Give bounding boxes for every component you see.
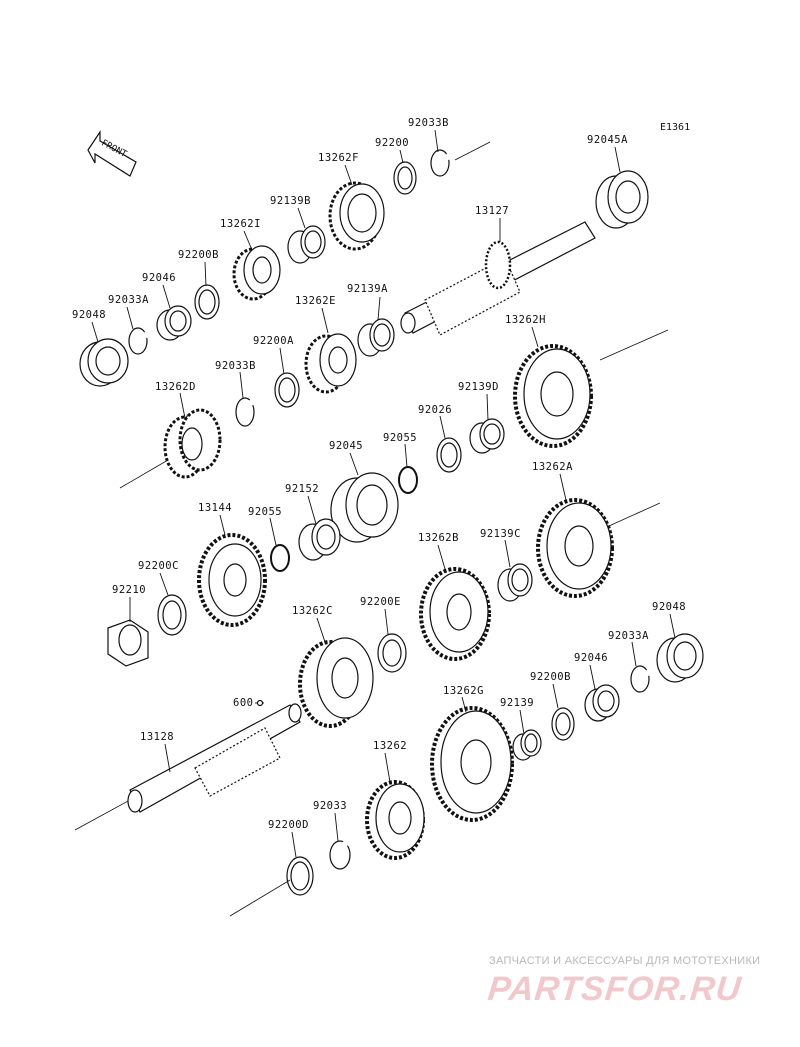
collar-92139c[interactable] bbox=[497, 563, 533, 602]
washer-92026[interactable] bbox=[436, 437, 462, 473]
washer-92200c[interactable] bbox=[157, 594, 187, 636]
part-label-92033a-upper[interactable]: 92033A bbox=[108, 294, 149, 306]
part-label-92045a[interactable]: 92045A bbox=[587, 134, 628, 146]
circlip-92033b-top[interactable] bbox=[430, 149, 450, 177]
bearing-92045a[interactable] bbox=[595, 170, 649, 229]
bearing-92048-lower[interactable] bbox=[656, 633, 704, 683]
part-label-13128[interactable]: 13128 bbox=[140, 731, 175, 743]
gear-13262e[interactable] bbox=[304, 333, 357, 394]
part-label-92152[interactable]: 92152 bbox=[285, 483, 320, 495]
part-label-92139a[interactable]: 92139A bbox=[347, 283, 388, 295]
bearing-92048-upper[interactable] bbox=[79, 338, 129, 387]
washer-92200e[interactable] bbox=[377, 633, 407, 673]
needle-bearing-92046-lower[interactable] bbox=[584, 684, 620, 722]
part-label-92200b-upper[interactable]: 92200B bbox=[178, 249, 219, 261]
part-label-13262[interactable]: 13262 bbox=[373, 740, 408, 752]
part-label-92200-top[interactable]: 92200 bbox=[375, 137, 410, 149]
part-label-92200b-lower[interactable]: 92200B bbox=[530, 671, 571, 683]
part-label-92200d[interactable]: 92200D bbox=[268, 819, 309, 831]
washer-92200d[interactable] bbox=[286, 856, 314, 896]
part-label-600[interactable]: 600 bbox=[233, 697, 254, 709]
gear-13262f[interactable] bbox=[328, 181, 385, 251]
collar-92139b[interactable] bbox=[287, 225, 326, 264]
o-ring-92055-upper[interactable] bbox=[398, 466, 418, 494]
part-label-13262b[interactable]: 13262B bbox=[418, 532, 459, 544]
circlip-92033a-lower[interactable] bbox=[630, 665, 650, 693]
o-ring-92055-lower[interactable] bbox=[270, 544, 290, 572]
part-label-13262h[interactable]: 13262H bbox=[505, 314, 546, 326]
watermark-logo[interactable]: PARTSFOR.RU bbox=[486, 970, 744, 1008]
part-label-92200e[interactable]: 92200E bbox=[360, 596, 401, 608]
sprocket-13144[interactable] bbox=[197, 533, 267, 627]
part-label-92200c[interactable]: 92200C bbox=[138, 560, 179, 572]
part-label-13262a[interactable]: 13262A bbox=[532, 461, 573, 473]
part-label-92200a[interactable]: 92200A bbox=[253, 335, 294, 347]
part-label-92139d[interactable]: 92139D bbox=[458, 381, 499, 393]
part-label-92033a-lower[interactable]: 92033A bbox=[608, 630, 649, 642]
part-label-92210[interactable]: 92210 bbox=[112, 584, 147, 596]
part-label-92048-lower[interactable]: 92048 bbox=[652, 601, 687, 613]
part-label-13262i[interactable]: 13262I bbox=[220, 218, 261, 230]
gear-13262b[interactable] bbox=[419, 567, 491, 661]
part-label-13262f[interactable]: 13262F bbox=[318, 152, 359, 164]
collar-92139a[interactable] bbox=[357, 318, 395, 357]
gear-13262[interactable] bbox=[365, 780, 425, 860]
front-arrow-icon: FRONT bbox=[87, 130, 137, 177]
nut-92210[interactable] bbox=[107, 619, 149, 667]
watermark-tagline: ЗАПЧАСТИ И АКСЕССУАРЫ ДЛЯ МОТОТЕХНИКИ bbox=[489, 955, 761, 967]
shaft-13127[interactable] bbox=[400, 221, 596, 336]
part-label-92033[interactable]: 92033 bbox=[313, 800, 348, 812]
collar-92152[interactable] bbox=[298, 518, 341, 561]
part-label-92139b[interactable]: 92139B bbox=[270, 195, 311, 207]
part-label-13262e[interactable]: 13262E bbox=[295, 295, 336, 307]
part-label-13262c[interactable]: 13262C bbox=[292, 605, 333, 617]
part-label-92026[interactable]: 92026 bbox=[418, 404, 453, 416]
part-label-13262g[interactable]: 13262G bbox=[443, 685, 484, 697]
washer-92200a[interactable] bbox=[274, 372, 300, 408]
gear-13262g[interactable] bbox=[430, 706, 514, 822]
gear-13262a[interactable] bbox=[536, 498, 614, 598]
part-label-92139[interactable]: 92139 bbox=[500, 697, 535, 709]
part-label-13127[interactable]: 13127 bbox=[475, 205, 510, 217]
part-label-92033b-mid[interactable]: 92033B bbox=[215, 360, 256, 372]
part-label-92139c[interactable]: 92139C bbox=[480, 528, 521, 540]
gear-13262c[interactable] bbox=[298, 637, 374, 728]
collar-92139[interactable] bbox=[512, 729, 542, 761]
part-label-92055-upper[interactable]: 92055 bbox=[383, 432, 418, 444]
washer-92200b-lower[interactable] bbox=[551, 707, 575, 741]
part-label-92048-upper[interactable]: 92048 bbox=[72, 309, 107, 321]
part-label-92055-lower[interactable]: 92055 bbox=[248, 506, 283, 518]
circlip-92033b-mid[interactable] bbox=[235, 397, 255, 427]
part-label-92046-lower[interactable]: 92046 bbox=[574, 652, 609, 664]
part-label-92045[interactable]: 92045 bbox=[329, 440, 364, 452]
washer-92200b-upper[interactable] bbox=[194, 284, 220, 320]
part-label-13144[interactable]: 13144 bbox=[198, 502, 233, 514]
part-label-92033b-top[interactable]: 92033B bbox=[408, 117, 449, 129]
circlip-92033a-upper[interactable] bbox=[128, 327, 148, 355]
bearing-92045[interactable] bbox=[330, 472, 399, 543]
circlip-92033[interactable] bbox=[329, 840, 351, 870]
shaft-13128[interactable] bbox=[127, 703, 302, 813]
part-label-92046-upper[interactable]: 92046 bbox=[142, 272, 177, 284]
part-label-13262d[interactable]: 13262D bbox=[155, 381, 196, 393]
gear-13262d[interactable] bbox=[163, 408, 222, 479]
washer-92200-top[interactable] bbox=[393, 161, 417, 195]
collar-92139d[interactable] bbox=[469, 418, 505, 454]
figure-id: E1361 bbox=[660, 122, 691, 133]
gear-13262h[interactable] bbox=[513, 344, 593, 448]
needle-bearing-92046-upper[interactable] bbox=[156, 305, 192, 341]
gear-13262i[interactable] bbox=[232, 245, 281, 301]
